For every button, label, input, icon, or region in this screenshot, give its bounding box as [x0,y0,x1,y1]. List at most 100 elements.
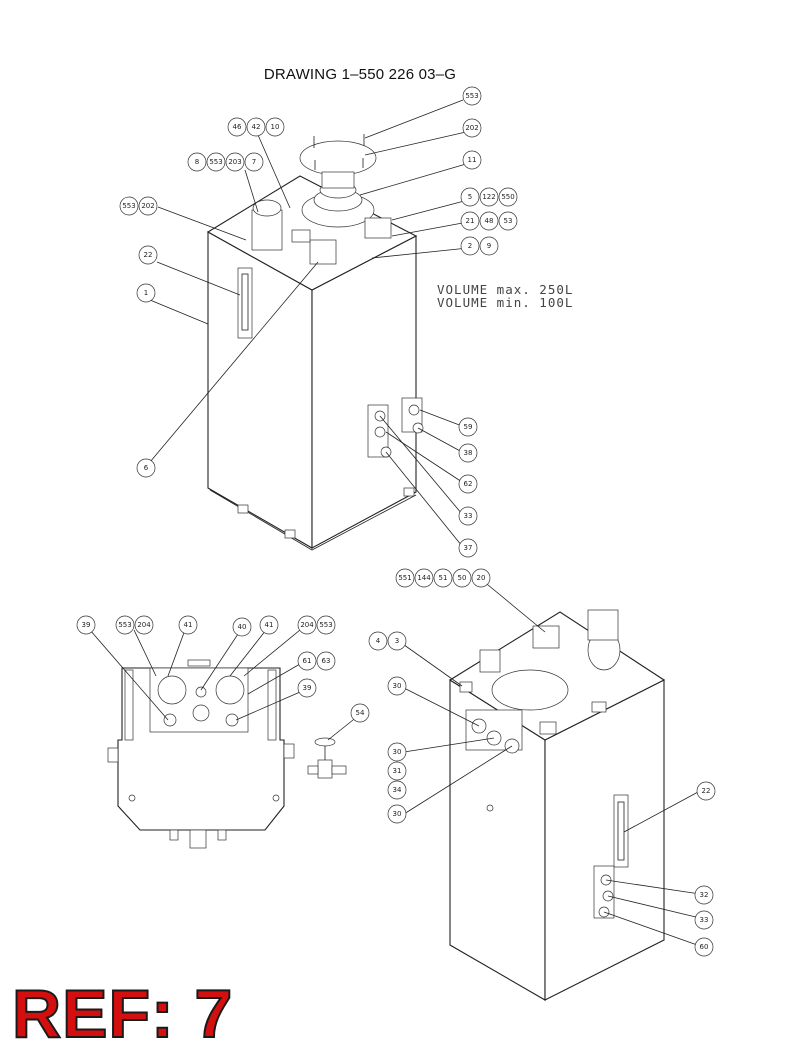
svg-text:31: 31 [393,767,402,775]
callout-bubble: 30 [387,742,407,762]
svg-text:553: 553 [465,92,478,100]
top-tank-right-face [311,235,417,549]
svg-text:204: 204 [300,621,314,629]
svg-text:122: 122 [482,193,495,201]
callout-bubble: 42 [246,117,266,137]
callout-bubble: 50 [452,568,472,588]
svg-text:21: 21 [466,217,475,225]
callout-bubble: 30 [387,676,407,696]
svg-text:53: 53 [504,217,513,225]
svg-text:202: 202 [141,202,154,210]
svg-text:60: 60 [700,943,709,951]
svg-text:553: 553 [209,158,222,166]
svg-text:144: 144 [417,574,431,582]
callout-bubble: 202 [462,118,482,138]
svg-text:9: 9 [487,242,491,250]
callout-bubble: 53 [498,211,518,231]
cover-plate [299,140,377,176]
svg-text:54: 54 [356,709,365,717]
callout-bubble: 203 [225,152,245,172]
drawing-title: DRAWING 1–550 226 03–G [263,66,457,83]
callout-bubble: 63 [316,651,336,671]
svg-text:37: 37 [464,544,473,552]
callout-bubble: 33 [694,910,714,930]
callout-bubble: 144 [414,568,434,588]
valve-54 [307,737,347,779]
callout-bubble: 62 [458,474,478,494]
callout-bubble: 54 [350,703,370,723]
svg-text:33: 33 [700,916,709,924]
callout-bubble: 22 [138,245,158,265]
callout-bubble: 5 [460,187,480,207]
callout-bubble: 11 [462,150,482,170]
svg-text:4: 4 [376,637,381,645]
callout-bubble: 30 [387,804,407,824]
callout-bubble: 39 [297,678,317,698]
svg-text:202: 202 [465,124,478,132]
svg-text:40: 40 [238,623,247,631]
callout-bubble: 51 [433,568,453,588]
callout-bubbles: 553 46 42 10 202 8 553 203 7 11 553 202 … [76,86,716,957]
callout-bubble: 204 [297,615,317,635]
callout-bubble: 553 [462,86,482,106]
svg-text:11: 11 [468,156,477,164]
svg-text:32: 32 [700,891,709,899]
callout-bubble: 32 [694,885,714,905]
top-tank [206,134,424,551]
callout-bubble: 48 [479,211,499,231]
callout-bubble: 20 [471,568,491,588]
svg-text:42: 42 [252,123,261,131]
callout-bubble: 551 [395,568,415,588]
volume-max: VOLUME max. 250L [437,282,574,297]
svg-text:41: 41 [265,621,274,629]
svg-text:30: 30 [393,810,402,818]
svg-text:22: 22 [144,251,153,259]
svg-text:1: 1 [144,289,148,297]
svg-text:553: 553 [319,621,332,629]
callout-bubble: 34 [387,780,407,800]
callout-bubble: 553 [115,615,135,635]
svg-text:41: 41 [184,621,193,629]
callout-bubble: 553 [119,196,139,216]
callout-bubble: 7 [244,152,264,172]
svg-text:34: 34 [393,786,402,794]
callout-bubble: 202 [138,196,158,216]
svg-text:38: 38 [464,449,473,457]
callout-bubble: 8 [187,152,207,172]
bottom-tank [448,609,666,1001]
callout-bubble: 10 [265,117,285,137]
callout-bubble: 59 [458,417,478,437]
callout-bubble: 39 [76,615,96,635]
svg-text:3: 3 [395,637,399,645]
svg-text:7: 7 [252,158,256,166]
svg-text:203: 203 [228,158,241,166]
callout-bubble: 33 [458,506,478,526]
junction-box [309,239,337,265]
svg-text:551: 551 [398,574,411,582]
svg-text:62: 62 [464,480,473,488]
callout-bubble: 6 [136,458,156,478]
svg-text:22: 22 [702,787,711,795]
volume-spec: VOLUME max. 250L VOLUME min. 100L [437,283,573,309]
callout-bubble: 60 [694,937,714,957]
svg-text:5: 5 [468,193,472,201]
svg-text:2: 2 [468,242,472,250]
svg-text:553: 553 [118,621,131,629]
callout-bubble: 22 [696,781,716,801]
callout-bubble: 37 [458,538,478,558]
svg-text:10: 10 [271,123,280,131]
callout-bubble: 122 [479,187,499,207]
callout-bubble: 46 [227,117,247,137]
svg-text:6: 6 [144,464,149,472]
svg-text:8: 8 [195,158,199,166]
leader-lines [89,99,701,947]
volume-min: VOLUME min. 100L [437,295,574,310]
svg-text:33: 33 [464,512,473,520]
callout-bubble: 2 [460,236,480,256]
callout-bubble: 553 [206,152,226,172]
cover-plate-2 [491,669,569,711]
svg-text:63: 63 [322,657,331,665]
callout-bubble: 553 [316,615,336,635]
svg-text:39: 39 [82,621,91,629]
